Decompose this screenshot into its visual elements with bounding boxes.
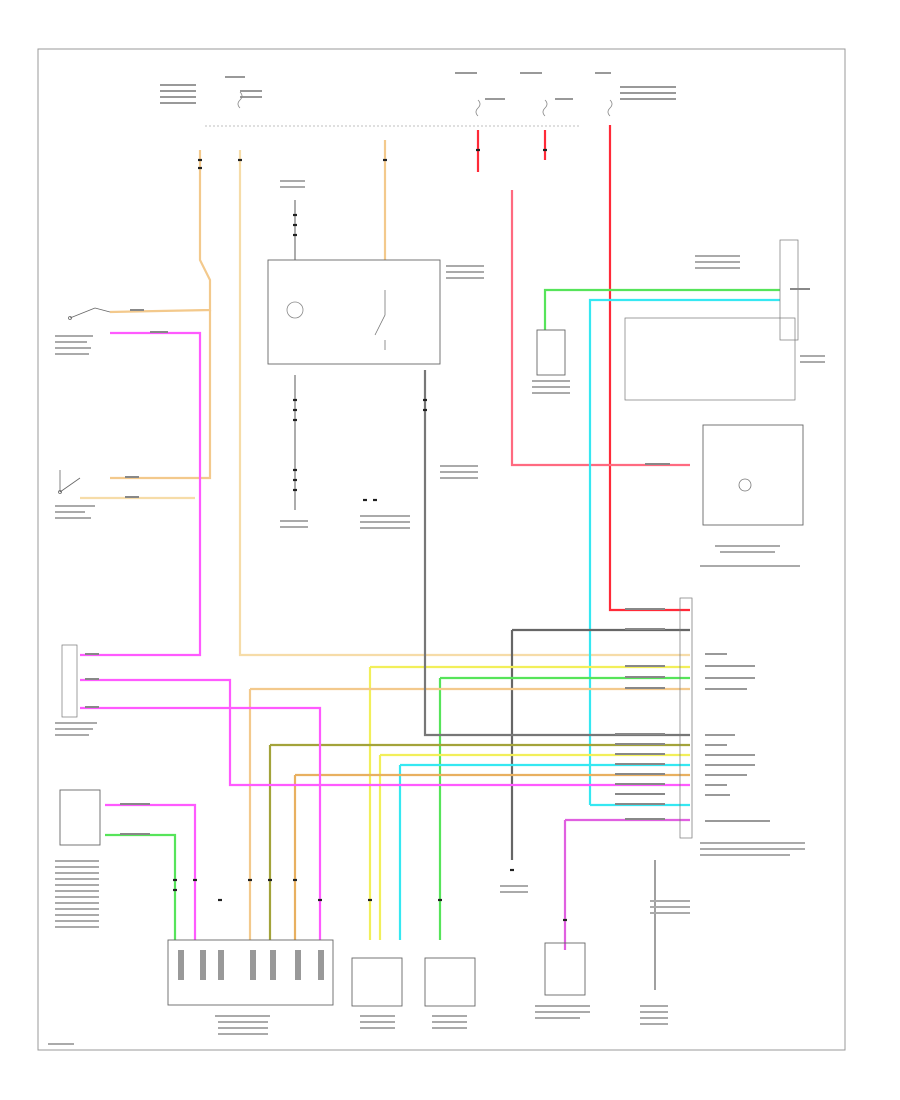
wire-brown [293, 773, 690, 940]
wire-orange-1 [109, 150, 212, 314]
wire-red-main [608, 125, 690, 612]
transmission-module [167, 939, 334, 1006]
module-center-switch [374, 290, 386, 350]
wire-group [80, 125, 780, 990]
wire-pink-cl1 [80, 678, 690, 787]
wire-orange-cl [248, 687, 690, 940]
wire-cyan-2 [398, 763, 690, 940]
wire-pink-1 [80, 331, 202, 657]
wire-tan-c [423, 370, 690, 737]
cluster-pin-labels [705, 653, 770, 822]
traction-switch-box [702, 424, 804, 526]
wire-magenta [563, 818, 690, 950]
wire-yellow-2 [378, 753, 690, 940]
sensor-left [351, 957, 403, 1007]
component-labels [48, 180, 825, 1045]
brake-switch [544, 942, 586, 996]
diagram-frame [37, 48, 846, 1051]
left-switch-2 [58, 470, 81, 494]
sensor-right [424, 957, 476, 1007]
wire-code-labels [85, 288, 810, 835]
left-connector-1 [61, 644, 78, 718]
left-sensor [59, 789, 101, 846]
wire-cyan-top [588, 298, 780, 805]
cluster-pins [679, 597, 693, 839]
fuse-symbols [237, 91, 613, 117]
connector-ticks [173, 148, 567, 922]
wire-orange-3 [238, 150, 690, 657]
wire-lf-1 [105, 803, 197, 940]
transmission-module-pins [178, 950, 324, 980]
wire-pink-red [510, 190, 690, 467]
top-fuse-labels [160, 72, 676, 104]
left-switch-1 [68, 307, 111, 320]
traction-switch-inner [624, 317, 796, 401]
lamp-icon [738, 478, 752, 492]
module-center-circle [286, 301, 304, 319]
wire-orange-2 [110, 310, 212, 480]
relay-box [536, 329, 566, 376]
module-center [267, 259, 441, 365]
wire-green-top [543, 288, 780, 330]
wire-lf-2 [105, 833, 177, 940]
wire-pink-cl2 [80, 706, 322, 940]
